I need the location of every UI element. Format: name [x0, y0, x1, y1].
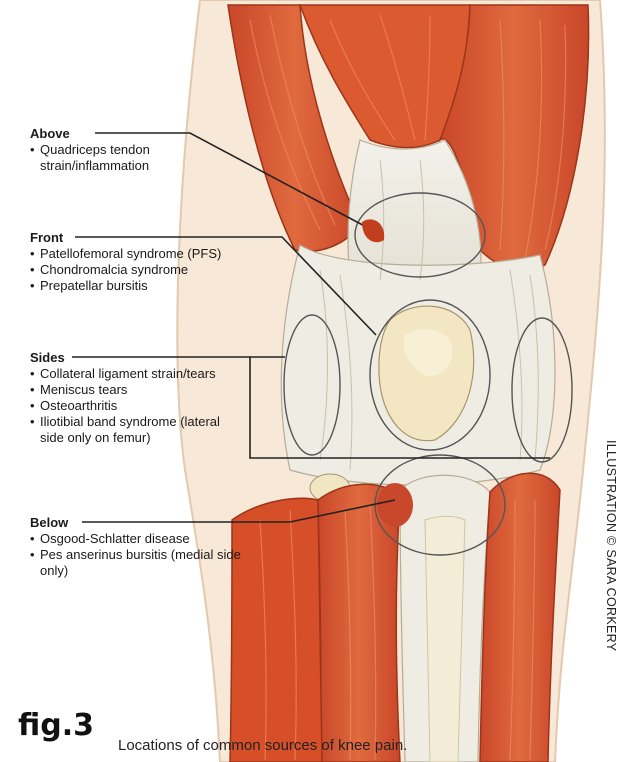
front-item-1: Patellofemoral syndrome (PFS): [30, 246, 290, 262]
figure-number: fig.3: [12, 708, 100, 743]
above-item-1: Quadriceps tendon strain/inflammation: [30, 142, 240, 174]
sides-item-2: Meniscus tears: [30, 382, 245, 398]
figure-caption: Locations of common sources of knee pain…: [118, 737, 407, 754]
above-heading: Above: [30, 126, 240, 142]
front-heading: Front: [30, 230, 290, 246]
below-item-1: Osgood-Schlatter disease: [30, 531, 270, 547]
sides-item-3: Osteoarthritis: [30, 398, 245, 414]
front-item-3: Prepatellar bursitis: [30, 278, 290, 294]
label-below: Below Osgood-Schlatter disease Pes anser…: [30, 515, 270, 579]
label-above: Above Quadriceps tendon strain/inflammat…: [30, 126, 240, 174]
tibial-tuberosity: [377, 483, 413, 527]
label-front: Front Patellofemoral syndrome (PFS) Chon…: [30, 230, 290, 294]
sides-heading: Sides: [30, 350, 245, 366]
illustration-credit: ILLUSTRATION © SARA CORKERY: [604, 440, 618, 651]
below-list: Osgood-Schlatter disease Pes anserinus b…: [30, 531, 270, 579]
gastrocnemius-medial-muscle: [480, 473, 560, 762]
below-item-2: Pes anserinus bursitis (medial side only…: [30, 547, 270, 579]
sides-item-4: Iliotibial band syndrome (lateral side o…: [30, 414, 245, 446]
below-heading: Below: [30, 515, 270, 531]
label-sides: Sides Collateral ligament strain/tears M…: [30, 350, 245, 446]
front-item-2: Chondromalcia syndrome: [30, 262, 290, 278]
sides-item-1: Collateral ligament strain/tears: [30, 366, 245, 382]
above-list: Quadriceps tendon strain/inflammation: [30, 142, 240, 174]
tibialis-anterior-muscle: [318, 484, 400, 762]
sides-list: Collateral ligament strain/tears Meniscu…: [30, 366, 245, 446]
front-list: Patellofemoral syndrome (PFS) Chondromal…: [30, 246, 290, 294]
